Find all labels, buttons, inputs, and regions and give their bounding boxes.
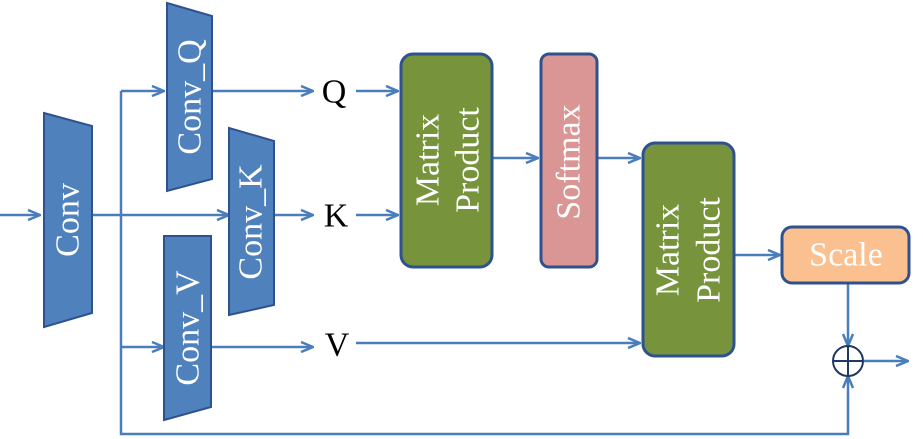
matrix-product-block-2: Matrix Product — [641, 141, 736, 358]
conv-k-block: Conv_K — [228, 126, 275, 317]
conv-q-label: Conv_Q — [172, 39, 209, 154]
add-operator: ⊕ — [832, 345, 864, 377]
scale-label: Scale — [809, 237, 883, 274]
conv-v-label: Conv_V — [170, 270, 207, 386]
matrix-product-2-line1: Matrix — [650, 204, 687, 297]
softmax-block: Softmax — [539, 52, 599, 269]
matrix-product-block-1: Matrix Product — [399, 52, 494, 269]
q-label: Q — [322, 74, 347, 111]
conv-label: Conv — [50, 183, 87, 257]
v-label: V — [325, 327, 350, 364]
edge-residual-path — [119, 91, 848, 436]
k-label: K — [324, 198, 349, 235]
matrix-product-1-line1: Matrix — [410, 114, 447, 207]
edges — [0, 91, 908, 436]
conv-q-block: Conv_Q — [166, 1, 213, 193]
softmax-label: Softmax — [551, 104, 588, 219]
matrix-product-1-line2: Product — [450, 107, 487, 213]
matrix-product-2-line2: Product — [691, 197, 728, 303]
scale-block: Scale — [780, 225, 911, 285]
conv-k-label: Conv_K — [233, 164, 270, 280]
conv-v-block: Conv_V — [163, 235, 212, 422]
conv-block: Conv — [43, 111, 93, 329]
